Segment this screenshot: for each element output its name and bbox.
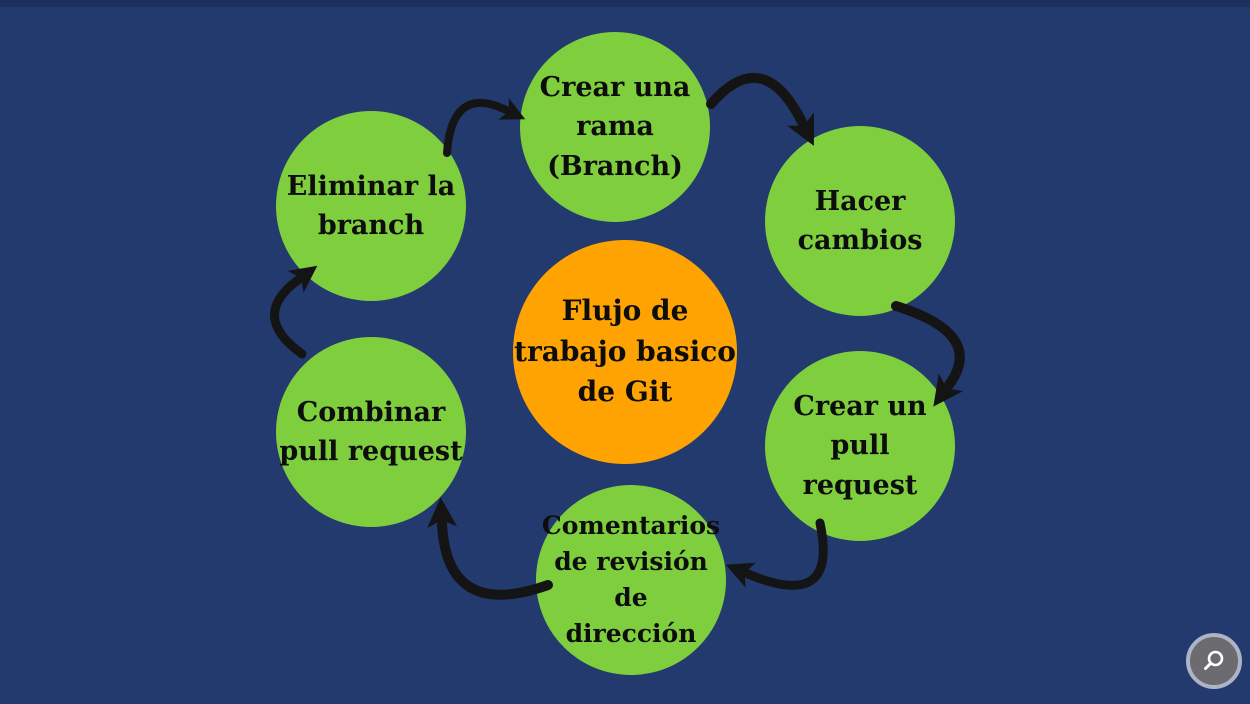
node-label: Eliminar la branch [286,170,456,241]
diagram-node-eliminar-branch[interactable]: Eliminar la branch [276,111,466,301]
diagram-node-center[interactable]: Flujo de trabajo basico de Git [513,240,737,464]
zoom-button[interactable] [1186,633,1242,689]
diagram-node-comentarios-revision[interactable]: Comentarios de revisión de dirección [536,485,726,675]
node-label: Crear un pull request [793,391,927,501]
arrow-comentarios-to-combinar [427,497,553,600]
arrow-combinar-to-eliminar [270,265,318,359]
top-edge-strip [0,0,1250,7]
diagram-node-hacer-cambios[interactable]: Hacer cambios [765,126,955,316]
diagram-node-crear-rama[interactable]: Crear una rama (Branch) [520,32,710,222]
node-label: Hacer cambios [797,185,923,256]
center-node-label: Flujo de trabajo basico de Git [514,294,736,409]
arrow-eliminar-to-crear-rama [443,98,526,157]
arrow-crear-rama-to-hacer-cambios [706,72,814,146]
diagram-node-combinar-pull-request[interactable]: Combinar pull request [276,337,466,527]
arrow-crear-pull-to-comentarios [725,518,828,590]
diagram-node-crear-pull-request[interactable]: Crear un pull request [765,351,955,541]
node-label: Combinar pull request [279,396,463,467]
magnifier-icon [1204,650,1224,670]
node-label: Comentarios de revisión de dirección [541,510,721,649]
node-label: Crear una rama (Branch) [539,72,691,182]
